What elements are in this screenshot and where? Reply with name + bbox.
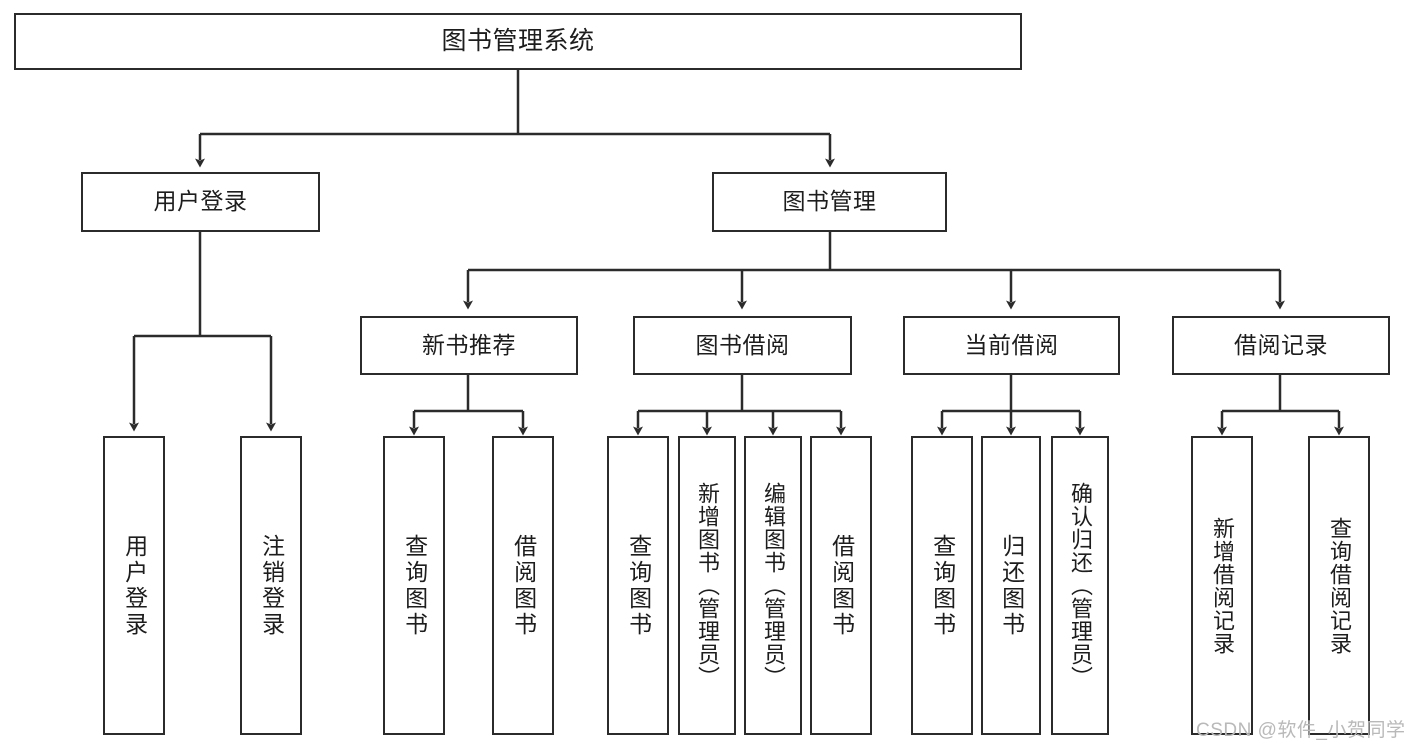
node-leaf-confirm-return-admin[interactable]: 确认归还（管理员）: [1051, 436, 1109, 735]
node-leaf-query-book-2-label: 查询图书: [625, 533, 652, 638]
node-leaf-query-book-2[interactable]: 查询图书: [607, 436, 669, 735]
node-leaf-add-borrow-record[interactable]: 新增借阅记录: [1191, 436, 1253, 735]
node-book-manage-label: 图书管理: [782, 188, 877, 215]
csdn-watermark: CSDN @软件_小贺同学: [1196, 720, 1405, 741]
node-current-borrow-label: 当前借阅: [964, 331, 1059, 358]
node-leaf-borrow-book-1-label: 借阅图书: [510, 533, 537, 638]
node-leaf-query-book-3-label: 查询图书: [929, 533, 956, 638]
node-leaf-query-book-3[interactable]: 查询图书: [911, 436, 973, 735]
node-leaf-edit-book-admin-label: 编辑图书（管理员）: [760, 482, 786, 689]
node-current-borrow[interactable]: 当前借阅: [903, 316, 1120, 375]
node-leaf-user-login-label: 用户登录: [121, 533, 148, 638]
node-leaf-logout-login-label: 注销登录: [258, 533, 285, 638]
node-leaf-borrow-book-2-label: 借阅图书: [828, 533, 855, 638]
node-leaf-confirm-return-admin-label: 确认归还（管理员）: [1067, 482, 1093, 689]
node-leaf-query-book-1-label: 查询图书: [401, 533, 428, 638]
node-leaf-borrow-book-2[interactable]: 借阅图书: [810, 436, 872, 735]
node-new-book-recommend-label: 新书推荐: [422, 331, 516, 358]
node-leaf-logout-login[interactable]: 注销登录: [240, 436, 302, 735]
node-borrow-record-label: 借阅记录: [1234, 331, 1328, 358]
node-leaf-borrow-book-1[interactable]: 借阅图书: [492, 436, 554, 735]
node-user-login-label: 用户登录: [153, 188, 248, 215]
node-leaf-add-borrow-record-label: 新增借阅记录: [1209, 516, 1235, 655]
node-leaf-return-book[interactable]: 归还图书: [981, 436, 1041, 735]
node-leaf-add-book-admin-label: 新增图书（管理员）: [694, 482, 720, 689]
node-borrow-record[interactable]: 借阅记录: [1172, 316, 1390, 375]
node-leaf-query-book-1[interactable]: 查询图书: [383, 436, 445, 735]
node-root-label: 图书管理系统: [441, 26, 595, 55]
node-leaf-add-book-admin[interactable]: 新增图书（管理员）: [678, 436, 736, 735]
node-book-borrow-label: 图书借阅: [695, 331, 790, 358]
node-root[interactable]: 图书管理系统: [14, 13, 1022, 70]
node-leaf-query-borrow-record[interactable]: 查询借阅记录: [1308, 436, 1370, 735]
node-leaf-return-book-label: 归还图书: [998, 533, 1025, 638]
node-book-borrow[interactable]: 图书借阅: [633, 316, 852, 375]
node-leaf-edit-book-admin[interactable]: 编辑图书（管理员）: [744, 436, 802, 735]
node-leaf-user-login[interactable]: 用户登录: [103, 436, 165, 735]
node-user-login[interactable]: 用户登录: [81, 172, 320, 232]
node-new-book-recommend[interactable]: 新书推荐: [360, 316, 578, 375]
node-book-manage[interactable]: 图书管理: [712, 172, 947, 232]
node-leaf-query-borrow-record-label: 查询借阅记录: [1326, 516, 1352, 655]
